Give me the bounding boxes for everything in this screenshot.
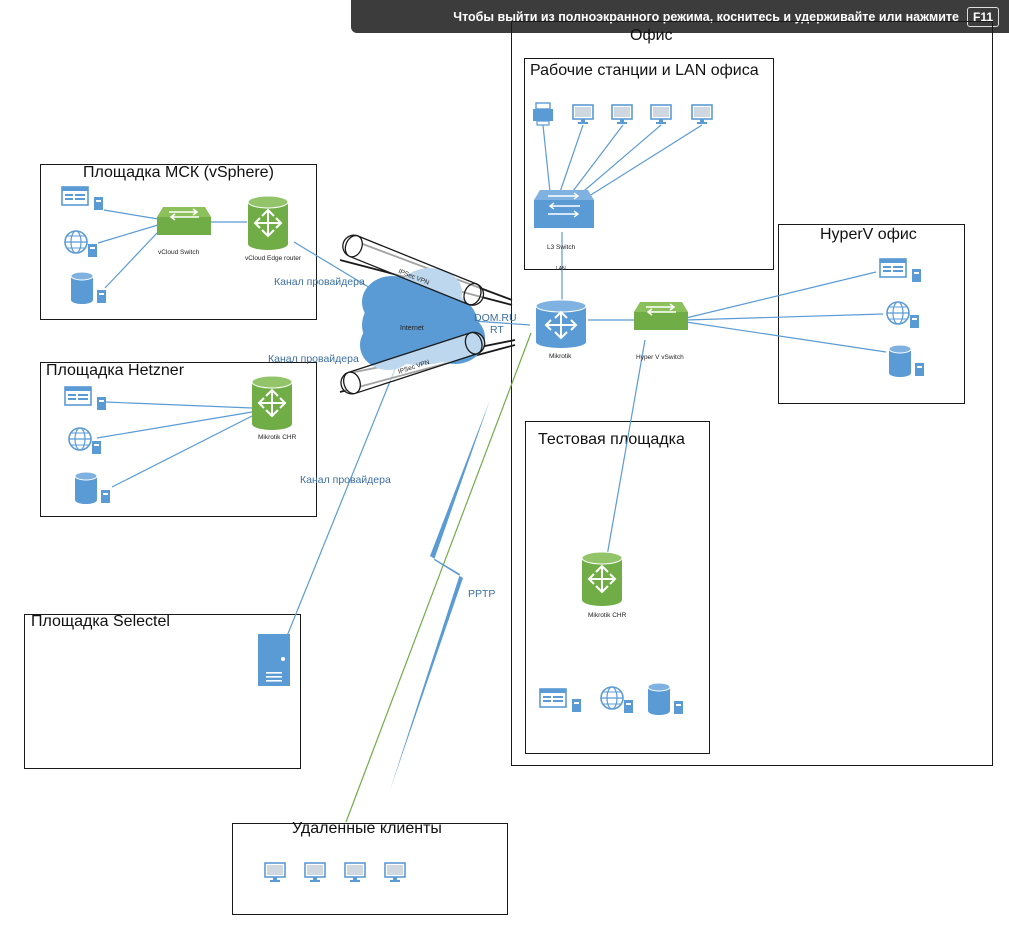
hyperv-title: HyperV офис [820,226,917,243]
mikrotik-chr-test-label: Mikrotik CHR [588,612,627,619]
app-server-icon [61,186,104,211]
l3-switch-icon [534,190,594,228]
remote-client-icon [304,862,326,883]
mikrotik-chr-hetzner-icon [251,375,293,431]
hyperv-vswitch-icon [633,301,689,331]
remote-client-icon [344,862,366,883]
isp-label-1: DOM.RU [474,312,517,324]
msk-title: Площадка МСК (vSphere) [83,164,274,181]
connection-lines [96,124,887,637]
ipsec-tube-top [342,234,485,306]
mikrotik-label: Mikrotik [549,353,572,360]
test-box [525,421,710,754]
office-title: Офис [630,27,673,44]
workstation-icon [611,104,633,125]
server-icon [258,634,290,686]
workstation-icon [572,104,594,125]
hetzner-box [40,362,317,517]
hetzner-title: Площадка Hetzner [46,362,185,379]
remote-client-icon [264,862,286,883]
app-server-icon [64,386,107,411]
lan-label: LAN [556,266,566,272]
app-server-icon [879,258,922,283]
workstations-box [524,58,774,270]
provider-label-1: Канал провайдера [274,276,365,288]
vcloud-edge-router-icon [247,195,289,251]
f11-key[interactable]: F11 [966,6,999,27]
database-icon [70,271,107,305]
app-server-icon [539,688,582,713]
workstation-icon [650,104,672,125]
globe-icon [68,427,102,455]
database-icon [888,344,925,378]
pptp-line [345,332,532,823]
remote-client-icon [384,862,406,883]
l3-switch-label: L3 Switch [547,244,576,251]
isp-label-2: RT [490,324,504,336]
ipsec-tube-bottom [340,331,486,395]
provider-label-2: Канал провайдера [268,353,359,365]
selectel-title: Площадка Selectel [31,613,170,630]
workstations-title: Рабочие станции и LAN офиса [530,62,759,79]
fullscreen-banner: Чтобы выйти из полноэкранного режима, ко… [351,0,1009,33]
internet-label: Internet [400,325,424,332]
provider-label-3: Канал провайдера [300,474,391,486]
remote-box [232,823,508,915]
selectel-box [24,614,301,769]
pptp-label: PPTP [468,588,495,600]
vcloud-switch-label: vCloud Switch [158,249,200,256]
globe-icon [886,301,920,329]
mikrotik-router-icon [535,299,587,348]
database-icon [74,471,111,505]
globe-icon [600,686,634,714]
mikrotik-chr-hetzner-label: Mikrotik CHR [258,434,297,441]
globe-icon [64,230,98,258]
workstation-icon [691,104,713,125]
printer-icon [533,102,553,126]
fullscreen-banner-text: Чтобы выйти из полноэкранного режима, ко… [453,9,959,24]
database-icon [647,682,684,716]
office-box [511,21,993,766]
vcloud-switch-icon [156,206,212,236]
remote-title: Удаленные клиенты [292,820,442,837]
msk-box [40,164,317,320]
mikrotik-chr-test-icon [581,551,623,607]
vcloud-edge-label: vCloud Edge router [245,255,302,262]
hyperv-vswitch-label: Hyper V vSwitch [636,354,684,361]
test-title: Тестовая площадка [538,431,685,448]
hyperv-box [778,224,965,404]
